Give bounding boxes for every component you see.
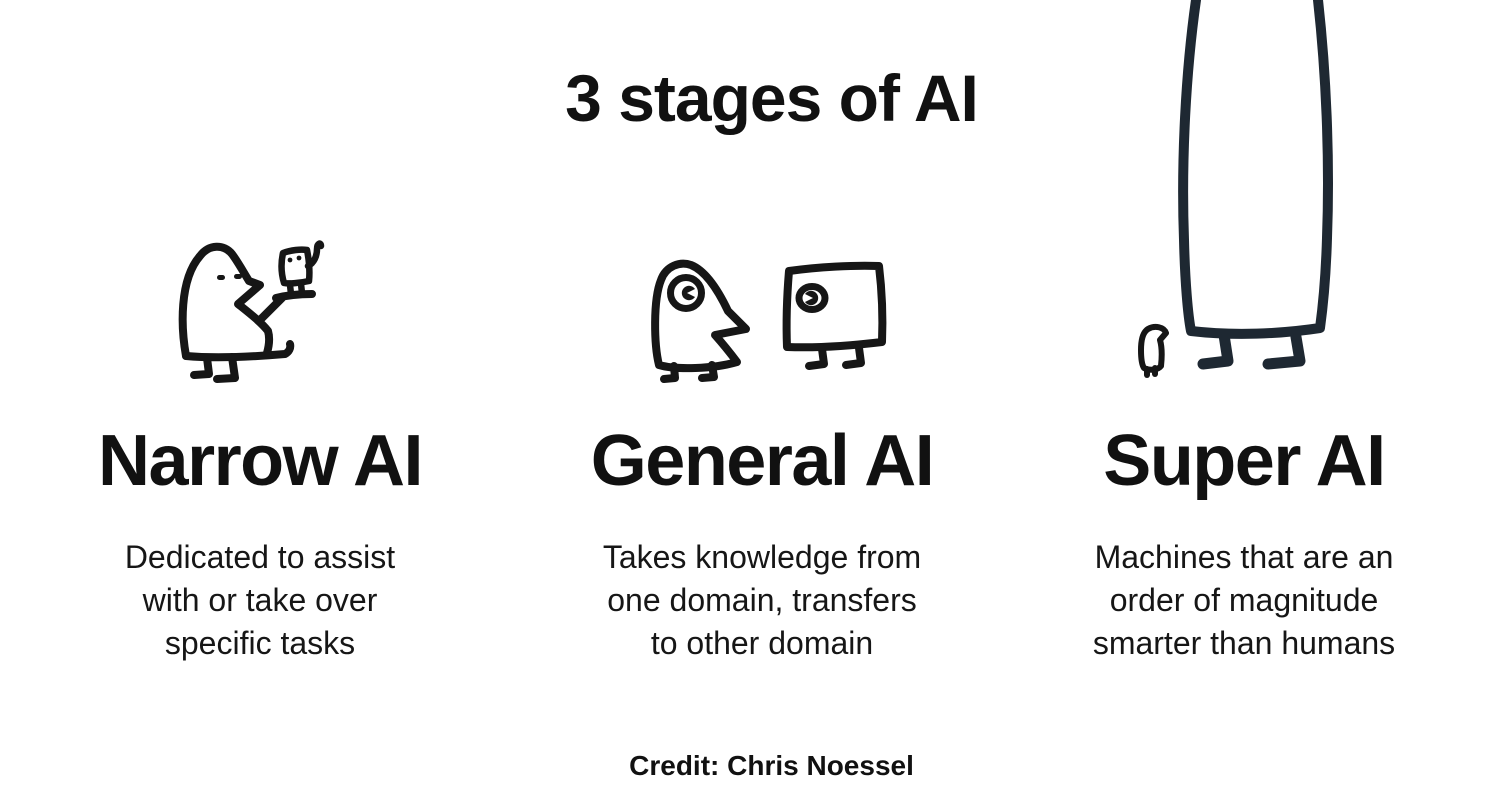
description-line: Machines that are an bbox=[1094, 539, 1394, 575]
tiny-robot-eyes bbox=[287, 255, 302, 263]
giant-robot-figure bbox=[1178, 0, 1333, 370]
general-ai-description: Takes knowledge from one domain, transfer… bbox=[532, 536, 992, 665]
description-line: with or take over bbox=[142, 582, 378, 618]
super-ai-column: Super AI Machines that are an order of ma… bbox=[1014, 424, 1474, 665]
description-line: Dedicated to assist bbox=[124, 539, 396, 575]
general-ai-column: General AI Takes knowledge from one domai… bbox=[532, 424, 992, 665]
narrow-ai-heading: Narrow AI bbox=[98, 421, 423, 501]
narrow-ai-column: Narrow AI Dedicated to assist with or tak… bbox=[30, 424, 490, 665]
description-line: Takes knowledge from bbox=[602, 539, 922, 575]
general-ai-heading: General AI bbox=[590, 421, 935, 501]
blob-person-eyes bbox=[217, 274, 242, 280]
description-line: to other domain bbox=[650, 625, 874, 661]
tiny-person-figure bbox=[1138, 323, 1169, 378]
page-title: 3 stages of AI bbox=[565, 61, 979, 135]
tiny-robot-figure bbox=[278, 240, 325, 298]
narrow-ai-description: Dedicated to assist with or take over spec… bbox=[30, 536, 490, 665]
credit-line: Credit: Chris Noessel bbox=[629, 750, 914, 781]
figure-pupils bbox=[681, 285, 819, 306]
bird-person-figure bbox=[651, 259, 750, 383]
robot-box-figure bbox=[782, 261, 887, 370]
tiny-person-and-giant-robot-doodle bbox=[1138, 0, 1333, 378]
super-ai-description: Machines that are an order of magnitude sm… bbox=[1014, 536, 1474, 665]
blob-person-figure bbox=[178, 242, 316, 383]
description-line: one domain, transfers bbox=[607, 582, 917, 618]
super-ai-heading: Super AI bbox=[1103, 421, 1386, 501]
description-line: specific tasks bbox=[164, 625, 356, 661]
description-line: order of magnitude bbox=[1109, 582, 1379, 618]
bird-person-and-robot-box-doodle bbox=[651, 259, 887, 383]
person-holding-small-robot-doodle bbox=[178, 240, 325, 383]
description-line: smarter than humans bbox=[1092, 625, 1396, 661]
